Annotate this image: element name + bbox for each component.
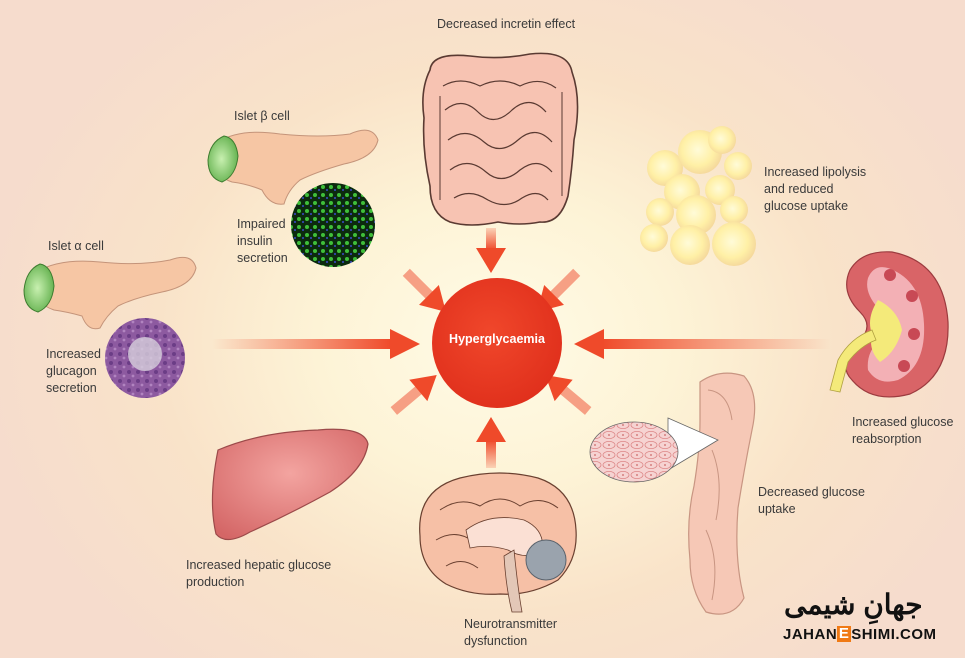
center-label: Hyperglycaemia [449,332,545,346]
intestine-icon [422,52,579,226]
arrow-from-liver [390,375,437,415]
arrow-from-muscle [545,375,592,415]
alpha-micrograph-icon [105,318,185,398]
watermark-site-before: JAHAN [783,626,838,643]
insulin-label: Impaired insulin secretion [237,217,288,265]
islet-micrograph-icon [291,183,375,267]
neuro-label: Neurotransmitter dysfunction [464,617,558,648]
watermark-arabic: جهانِ شیمی [784,589,923,620]
liver-icon [211,428,369,541]
alpha-cell-label: Islet α cell [48,239,104,253]
watermark-site-after: SHIMI.COM [851,626,937,643]
uptake-label: Decreased glucose uptake [758,485,866,516]
fat-cells-icon [640,126,756,266]
watermark-site-e: E [837,625,852,642]
kidney-icon [829,251,949,398]
muscle-fibre-zoom [589,417,719,483]
pancreas-beta-icon [207,129,379,205]
hyperglycaemia-circle [432,278,562,408]
brain-icon [419,472,577,613]
muscle-arm-icon [688,372,756,615]
arrow-from-pancreas [212,329,420,359]
beta-cell-label: Islet β cell [234,109,290,123]
incretin-label: Decreased incretin effect [437,17,576,31]
arrows [212,228,830,468]
arrow-from-intestine [476,228,506,273]
arrow-from-kidney [574,329,830,359]
pancreas-alpha-icon [23,256,197,330]
hepatic-label: Increased hepatic glucose production [186,558,332,589]
arrow-from-brain [476,417,506,468]
glucagon-label: Increased glucagon secretion [46,347,101,395]
lipolysis-label: Increased lipolysis and reduced glucose … [764,165,867,213]
reabsorption-label: Increased glucose reabsorption [852,415,954,446]
arrow-from-beta-cell [402,268,446,312]
